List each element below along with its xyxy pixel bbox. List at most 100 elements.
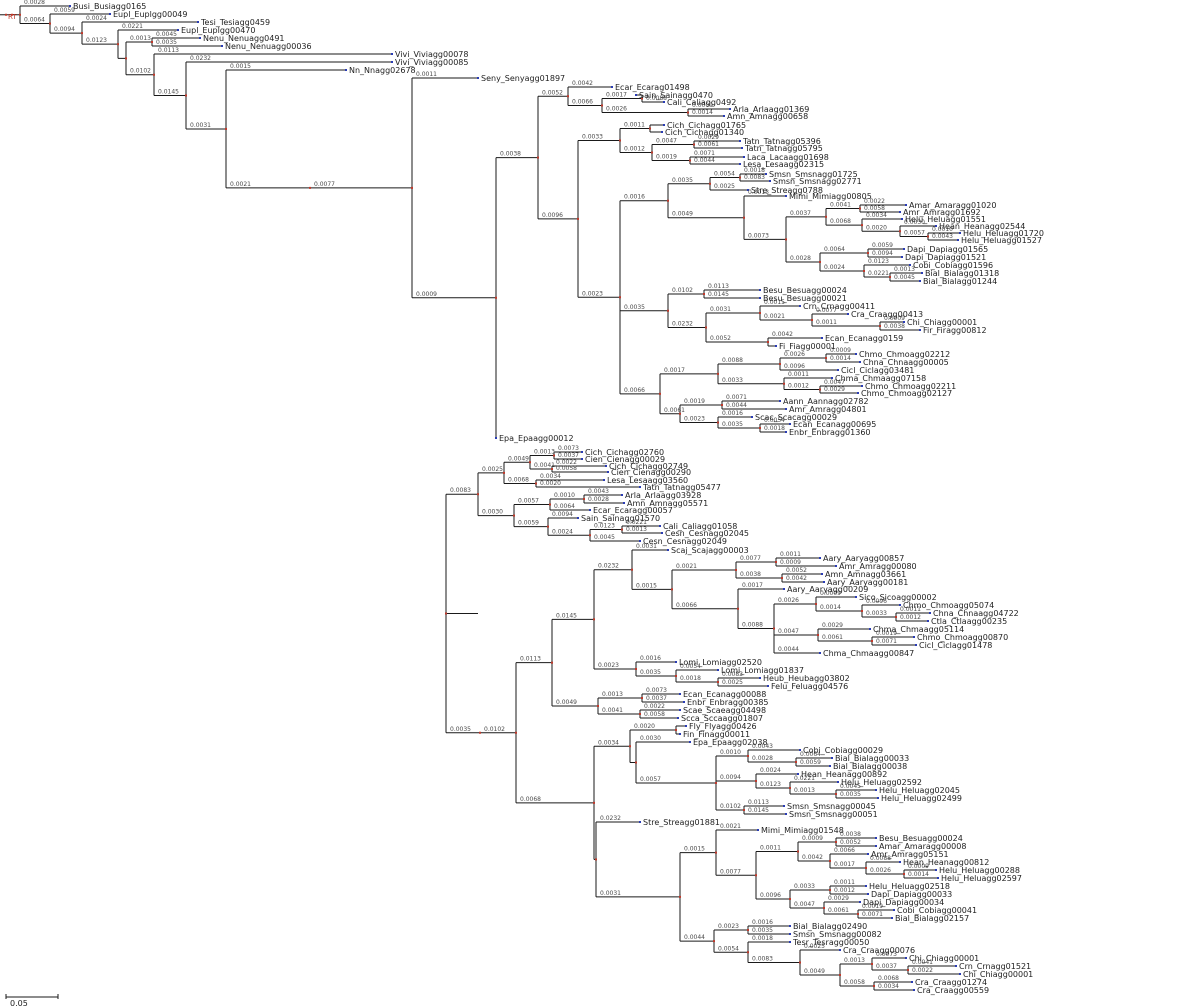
branch-length-label: 0.0021 [676, 563, 697, 570]
tip-label: Helu_Heluagg00288 [939, 866, 1020, 875]
internal-node-marker [903, 873, 905, 875]
branch-length-label: 0.0015 [684, 846, 705, 853]
branch-length-label: 0.0037 [558, 452, 579, 459]
tip-marker [621, 494, 623, 496]
internal-node-marker [861, 224, 863, 227]
tip-marker [775, 345, 777, 347]
branch-length-label: 0.0102 [672, 287, 693, 294]
branch-length-label: 0.0145 [158, 88, 179, 95]
tip-label: Chma_Chmaagg05114 [873, 625, 964, 634]
internal-node-marker [529, 461, 531, 464]
tip-marker [865, 885, 867, 887]
tip-marker [495, 437, 497, 439]
tip-marker [639, 486, 641, 488]
branch-length-label: 0.0044 [684, 934, 705, 941]
branch-length-label: 0.0123 [594, 523, 615, 530]
branch-length-label: 0.0025 [482, 466, 503, 473]
branch-length-label: 0.0035 [672, 177, 693, 184]
tip-marker [757, 829, 759, 831]
branch-length-label: 0.0057 [904, 230, 925, 237]
branch-length-label: 0.0035 [752, 927, 773, 934]
tip-marker [581, 451, 583, 453]
branch-length-label: 0.0059 [800, 759, 821, 766]
tip-marker [789, 933, 791, 935]
branch-length-label: 0.0232 [672, 321, 693, 328]
tip-marker [611, 86, 613, 88]
branch-length-label: 0.0034 [878, 983, 899, 990]
internal-node-marker [705, 326, 707, 329]
branch-length-label: 0.0011 [834, 879, 855, 886]
branch-length-label: 0.0066 [676, 602, 697, 609]
internal-node-marker [5, 13, 7, 16]
tip-label: Amr_Amragg04801 [789, 405, 867, 414]
tip-marker [839, 949, 841, 951]
tip-marker [823, 581, 825, 583]
tip-label: Laca_Lacaagg01698 [747, 153, 829, 162]
tip-label: Amar_Amaragg01020 [909, 201, 996, 210]
tip-label: Chi_Chiagg00001 [909, 954, 979, 963]
tip-label: Ecan_Ecanagg00695 [793, 420, 876, 429]
tip-label: Scca_Sccaagg01807 [681, 714, 763, 723]
tip-label: Scae_Scaeagg04498 [683, 706, 766, 715]
tip-label: Chmo_Chmoagg02211 [865, 382, 956, 391]
tip-marker [589, 509, 591, 511]
internal-node-marker [495, 296, 497, 299]
tip-marker [679, 693, 681, 695]
branch-length-label: 0.0058 [644, 711, 665, 718]
tip-marker [581, 458, 583, 460]
branch-length-label: 0.0034 [540, 473, 561, 480]
internal-node-marker [789, 787, 791, 789]
internal-node-marker [797, 850, 799, 853]
branch-length-label: 0.0123 [86, 37, 107, 44]
branch-length-label: 0.0018 [744, 167, 765, 174]
branch-length-label: 0.0025 [804, 943, 825, 950]
tip-marker [919, 329, 921, 331]
branch-length-label: 0.0037 [876, 963, 897, 970]
branch-length-label: 0.0047 [824, 379, 845, 386]
tip-marker [767, 685, 769, 687]
internal-node-marker [715, 851, 717, 854]
branch-length-label: 0.0018 [680, 675, 701, 682]
tip-marker [607, 471, 609, 473]
internal-node-marker [589, 534, 591, 537]
branch-length-label: 0.0054 [714, 171, 735, 178]
branch-length-label: 0.0041 [534, 462, 555, 469]
internal-node-marker [817, 634, 819, 636]
branch-length-label: 0.0024 [824, 264, 845, 271]
branch-length-label: 0.0023 [598, 662, 619, 669]
tip-label: Tatn_Tatnagg05477 [642, 483, 721, 492]
branch-length-label: 0.0102 [130, 68, 151, 75]
branch-length-label: 0.0221 [122, 23, 143, 30]
internal-node-marker [759, 312, 761, 314]
branch-length-label: 0.0042 [772, 331, 793, 338]
branch-length-label: 0.0044 [726, 402, 747, 409]
internal-node-marker [743, 809, 745, 811]
tip-label: Enbr_Enbragg01360 [789, 428, 871, 437]
internal-node-marker [873, 985, 875, 987]
branch-length-label: 0.0012 [834, 887, 855, 894]
internal-node-marker [477, 493, 479, 496]
internal-node-marker [595, 858, 597, 861]
tip-label: Lomi_Lomiagg02520 [679, 658, 762, 667]
tip-label: Lesa_Lesaagg03560 [607, 476, 688, 485]
internal-node-marker [735, 569, 737, 571]
tip-label: Dapi_Dapiagg00033 [871, 890, 952, 899]
tip-label: Hean_Heanagg00812 [903, 858, 989, 867]
tip-marker [829, 765, 831, 767]
tip-label: Felu_Feluagg04576 [771, 682, 848, 691]
branch-length-label: 0.0017 [606, 92, 627, 99]
branch-length-label: 0.0013 [534, 449, 555, 456]
tip-marker [679, 709, 681, 711]
branch-length-label: 0.0024 [760, 767, 781, 774]
branch-length-label: 0.0010 [554, 492, 575, 499]
internal-node-marker [549, 503, 551, 506]
internal-node-marker [811, 319, 813, 321]
tip-marker [603, 479, 605, 481]
branch-length-label: 0.0023 [718, 923, 739, 930]
branch-length-label: 0.0061 [828, 907, 849, 914]
tip-label: Helu_Heluagg02518 [869, 882, 950, 891]
branch-length-label: 0.0042 [802, 854, 823, 861]
branch-length-label: 0.0058 [844, 979, 865, 986]
branch-length-label: 0.0096 [784, 363, 805, 370]
internal-node-marker [535, 482, 537, 485]
